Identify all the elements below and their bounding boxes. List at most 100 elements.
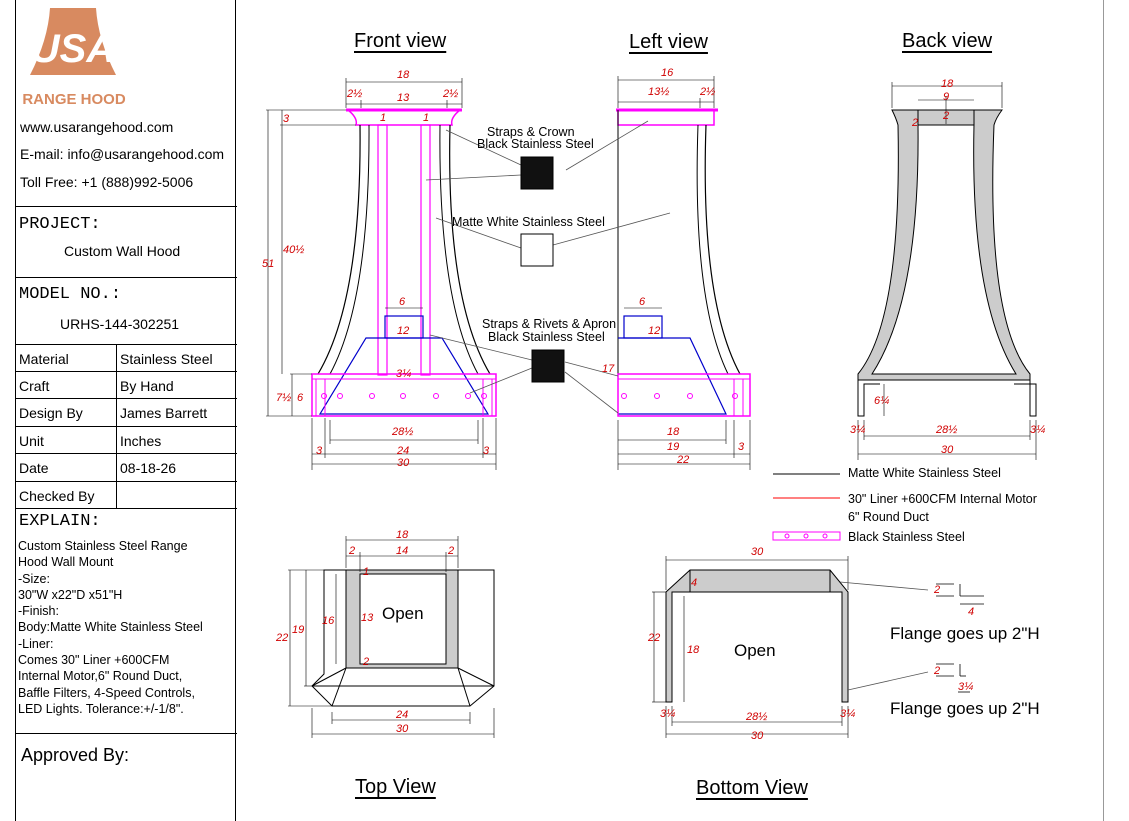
dimension-label: 9 xyxy=(943,91,950,103)
dimension-label: 12 xyxy=(397,325,410,337)
spec-value: James Barrett xyxy=(120,405,208,421)
approved-label: Approved By: xyxy=(21,745,130,765)
dimension-label: 1 xyxy=(423,112,430,124)
dimension-label: 3¼ xyxy=(840,708,856,720)
back-view-title: Back view xyxy=(902,30,993,52)
dimension-label: 3¼ xyxy=(850,424,866,436)
dimension-label: 3¼ xyxy=(958,681,974,693)
dimension-label: 30 xyxy=(751,546,764,558)
dimension-label: 28½ xyxy=(746,711,768,723)
dimension-label: 28½ xyxy=(392,426,414,438)
flange-label-bottom: Flange goes up 2"H xyxy=(890,699,1040,718)
dimension-label: 13 xyxy=(397,92,410,104)
spec-label: Date xyxy=(19,460,49,476)
straps-crown-material: Black Stainless Steel xyxy=(477,137,594,151)
dimension-label: 6 xyxy=(639,296,646,308)
top-view-title: Top View xyxy=(355,776,436,798)
dimension-label: 16 xyxy=(322,615,335,627)
dimension-label: 6 xyxy=(399,296,406,308)
model-label: MODEL NO.: xyxy=(19,285,122,304)
bottom-view-title: Bottom View xyxy=(696,777,808,799)
dimension-label: 2 xyxy=(363,656,370,668)
spec-value: By Hand xyxy=(120,378,174,394)
explain-label: EXPLAIN: xyxy=(19,512,101,531)
dimension-label: 22 xyxy=(276,632,289,644)
dimension-label: 17 xyxy=(602,363,615,375)
dimension-label: 3 xyxy=(738,441,745,453)
legend-matte-white: Matte White Stainless Steel xyxy=(848,466,1001,480)
model-value: URHS-144-302251 xyxy=(60,316,180,332)
website-text: www.usarangehood.com xyxy=(20,119,174,135)
dimension-label: 30 xyxy=(751,730,764,742)
dimension-label: 2 xyxy=(448,545,455,557)
dimension-label: 18 xyxy=(667,426,680,438)
dimension-label: 13 xyxy=(361,612,374,624)
bottom-view-drawing xyxy=(652,556,929,738)
title-block: USA RANGE HOOD www.usarangehood.com E-ma… xyxy=(15,0,237,821)
dimension-label: 24 xyxy=(397,445,410,457)
dimension-label: 3¼ xyxy=(396,368,412,380)
dimension-label: 2 xyxy=(934,665,941,677)
dimension-label: 2½ xyxy=(700,86,716,98)
spec-label: Checked By xyxy=(19,488,95,504)
dimension-label: 28½ xyxy=(936,424,958,436)
dimension-label: 2 xyxy=(912,117,919,129)
usa-range-hood-logo: USA RANGE HOOD xyxy=(22,8,126,108)
dimension-label: 3 xyxy=(316,445,323,457)
left-view-drawing xyxy=(616,76,751,470)
straps-apron-material: Black Stainless Steel xyxy=(488,330,605,344)
dimension-label: 1 xyxy=(380,112,387,124)
dimension-label: 18 xyxy=(396,529,409,541)
project-value: Custom Wall Hood xyxy=(64,243,181,259)
dimension-label: 22 xyxy=(648,632,661,644)
dimension-label: 2 xyxy=(349,545,356,557)
dimension-label: 19 xyxy=(667,441,680,453)
top-open-label: Open xyxy=(382,604,424,623)
dimension-label: 2 xyxy=(934,584,941,596)
legend-black: Black Stainless Steel xyxy=(848,530,965,544)
matte-white-label: Matte White Stainless Steel xyxy=(452,215,605,229)
dimension-label: 30 xyxy=(397,457,410,469)
back-view-drawing xyxy=(857,82,1037,460)
dimension-label: 12 xyxy=(648,325,661,337)
spec-value: 08-18-26 xyxy=(120,460,177,476)
dimension-label: 13½ xyxy=(648,86,670,98)
logo-letters: USA xyxy=(31,27,115,71)
legend-duct: 6" Round Duct xyxy=(848,510,929,524)
spec-label: Unit xyxy=(19,433,44,449)
dimension-label: 18 xyxy=(397,69,410,81)
straps-apron-label: Straps & Rivets & Apron xyxy=(482,317,617,331)
dimension-label: 51 xyxy=(262,258,275,270)
dimension-label: 2 xyxy=(943,110,950,122)
dimension-label: 3¼ xyxy=(660,708,676,720)
dimension-label: 22 xyxy=(677,454,690,466)
legend-graphic xyxy=(772,473,841,541)
spec-label: Material xyxy=(19,351,69,367)
dimension-label: 18 xyxy=(941,78,954,90)
dimension-label: 16 xyxy=(661,67,674,79)
email-text: E-mail: info@usarangehood.com xyxy=(20,146,225,162)
spec-label: Design By xyxy=(19,405,83,421)
left-view-title: Left view xyxy=(629,31,708,53)
front-view-drawing xyxy=(266,78,497,470)
dimension-label: 30 xyxy=(396,723,409,735)
explain-text: Custom Stainless Steel Range Hood Wall M… xyxy=(18,539,203,716)
dimension-label: 4 xyxy=(968,606,975,618)
dimension-label: 2½ xyxy=(347,88,363,100)
dimension-label: 2½ xyxy=(443,88,459,100)
spec-value: Inches xyxy=(120,433,162,449)
logo-subtitle: RANGE HOOD xyxy=(22,91,126,108)
dimension-label: 4 xyxy=(691,577,698,589)
dimension-label: 14 xyxy=(396,545,409,557)
dimension-label: 40½ xyxy=(283,244,305,256)
callouts-graphic xyxy=(425,120,671,414)
dimension-label: 1 xyxy=(363,566,370,578)
phone-text: Toll Free: +1 (888)992-5006 xyxy=(20,174,194,190)
project-label: PROJECT: xyxy=(19,215,101,234)
dimension-label: 3 xyxy=(483,445,490,457)
front-view-title: Front view xyxy=(354,30,447,52)
top-view-drawing xyxy=(288,536,495,738)
straps-crown-label: Straps & Crown xyxy=(487,125,575,139)
dimension-label: 6 xyxy=(297,392,304,404)
